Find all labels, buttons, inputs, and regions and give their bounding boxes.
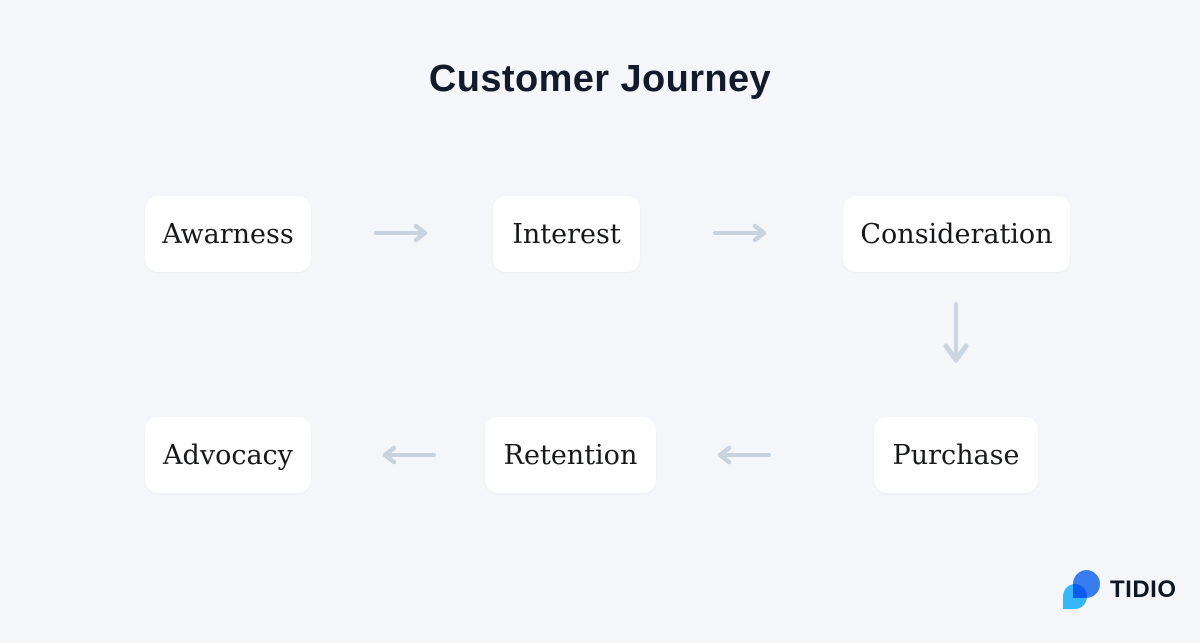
stage-consideration-label: Consideration [860,218,1053,250]
stage-purchase-label: Purchase [892,439,1020,471]
arrow-left-icon [713,444,773,466]
stage-interest: Interest [493,196,640,272]
stage-interest-label: Interest [512,218,621,250]
tidio-chat-bubbles-icon [1063,570,1100,609]
stage-awareness: Awarness [145,196,311,272]
chat-bubble-dark-icon [1073,570,1100,598]
arrow-right-icon [711,222,771,244]
arrow-left-icon [378,444,438,466]
stage-awareness-label: Awarness [162,218,294,250]
stage-purchase: Purchase [874,417,1038,493]
stage-retention: Retention [485,417,656,493]
stage-retention-label: Retention [503,439,638,471]
tidio-logo: TIDIO [1063,570,1177,609]
arrow-right-icon [372,222,432,244]
stage-advocacy-label: Advocacy [163,439,293,471]
stage-consideration: Consideration [843,196,1070,272]
brand-name: TIDIO [1110,575,1177,603]
stage-advocacy: Advocacy [145,417,311,493]
page-title: Customer Journey [428,58,772,100]
arrow-down-icon [942,300,970,374]
